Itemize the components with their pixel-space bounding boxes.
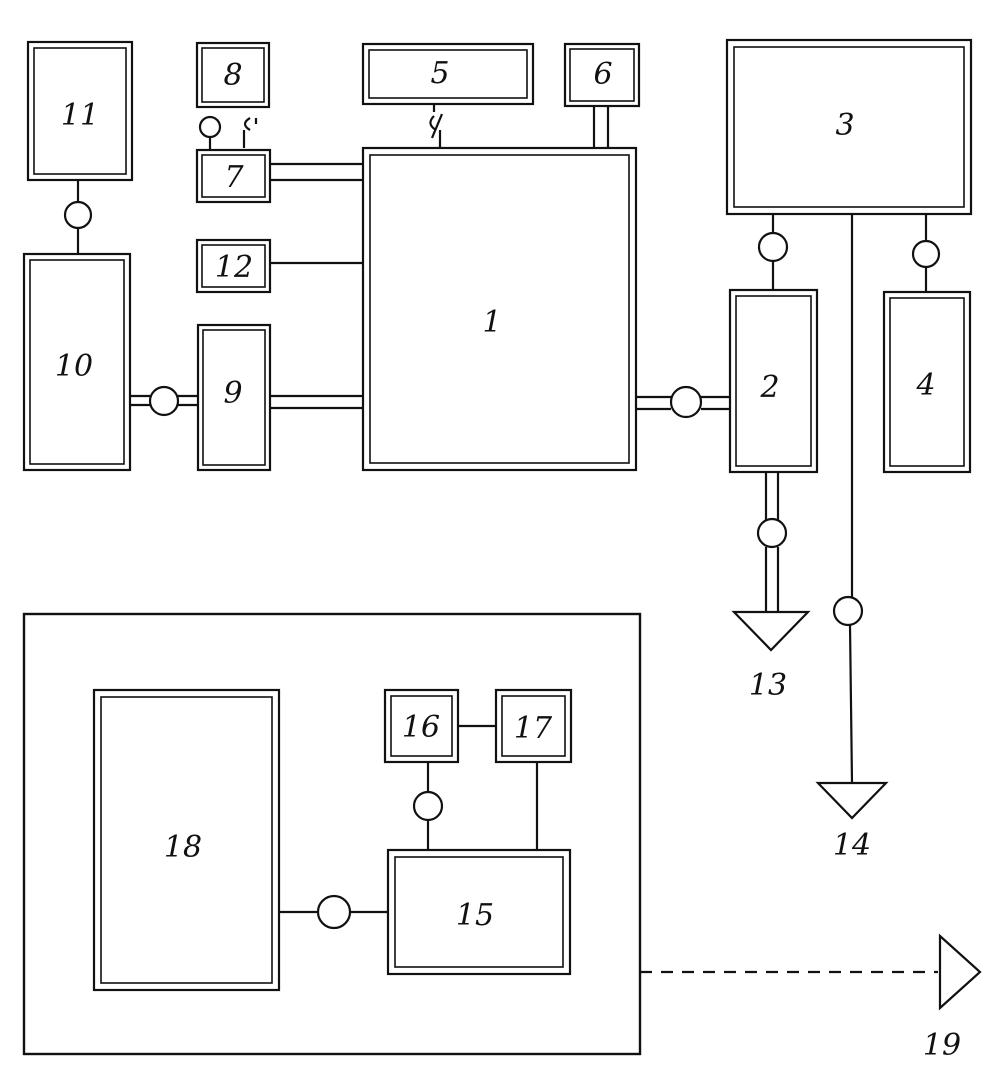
block-label: 16 (402, 710, 440, 745)
output-label: 13 (749, 668, 787, 703)
block-label: 11 (61, 98, 99, 133)
block-label: 8 (223, 58, 242, 93)
junction-node (757, 231, 789, 263)
block-3: 3 (725, 38, 973, 216)
block-label: 4 (915, 368, 935, 403)
block-label: 15 (456, 898, 494, 933)
block-label: 5 (430, 56, 449, 91)
junction-node (63, 200, 93, 230)
block-label: 18 (164, 830, 202, 865)
block-12: 12 (195, 238, 272, 294)
output-13: 13 (731, 610, 811, 703)
block-16: 16 (383, 688, 460, 764)
block-8: 8 (195, 41, 271, 109)
block-label: 17 (514, 711, 553, 746)
junction-node (669, 385, 703, 419)
junction-node (316, 894, 352, 930)
block-label: 7 (224, 160, 244, 195)
connections (63, 104, 941, 974)
system-frame (22, 612, 642, 1056)
block-17: 17 (494, 688, 573, 764)
block-1: 1 (361, 146, 638, 472)
junction-node (412, 790, 444, 822)
junction-node (756, 517, 788, 549)
block-10: 10 (22, 252, 132, 472)
block-4: 4 (882, 290, 972, 474)
junction-node (198, 115, 222, 139)
block-18: 18 (92, 688, 281, 992)
block-label: 3 (835, 108, 854, 143)
block-7: 7 (195, 148, 272, 204)
block-6: 6 (563, 42, 641, 108)
block-label: 1 (482, 305, 501, 340)
block-label: 12 (215, 250, 253, 285)
output-label: 14 (833, 828, 871, 863)
block-label: 6 (593, 57, 612, 92)
junction-node (911, 239, 941, 269)
block-15: 15 (386, 848, 572, 976)
junction-node (148, 385, 180, 417)
block-label: 9 (223, 376, 242, 411)
block-2: 2 (728, 288, 819, 474)
block-label: 10 (55, 349, 93, 384)
block-9: 9 (196, 323, 272, 472)
block-5: 5 (361, 42, 535, 106)
output-14: 14 (815, 781, 889, 863)
block-11: 11 (26, 40, 134, 182)
output-label: 19 (923, 1028, 961, 1063)
junction-node (832, 595, 864, 627)
block-label: 2 (759, 370, 779, 405)
output-19: 19 (923, 933, 982, 1063)
